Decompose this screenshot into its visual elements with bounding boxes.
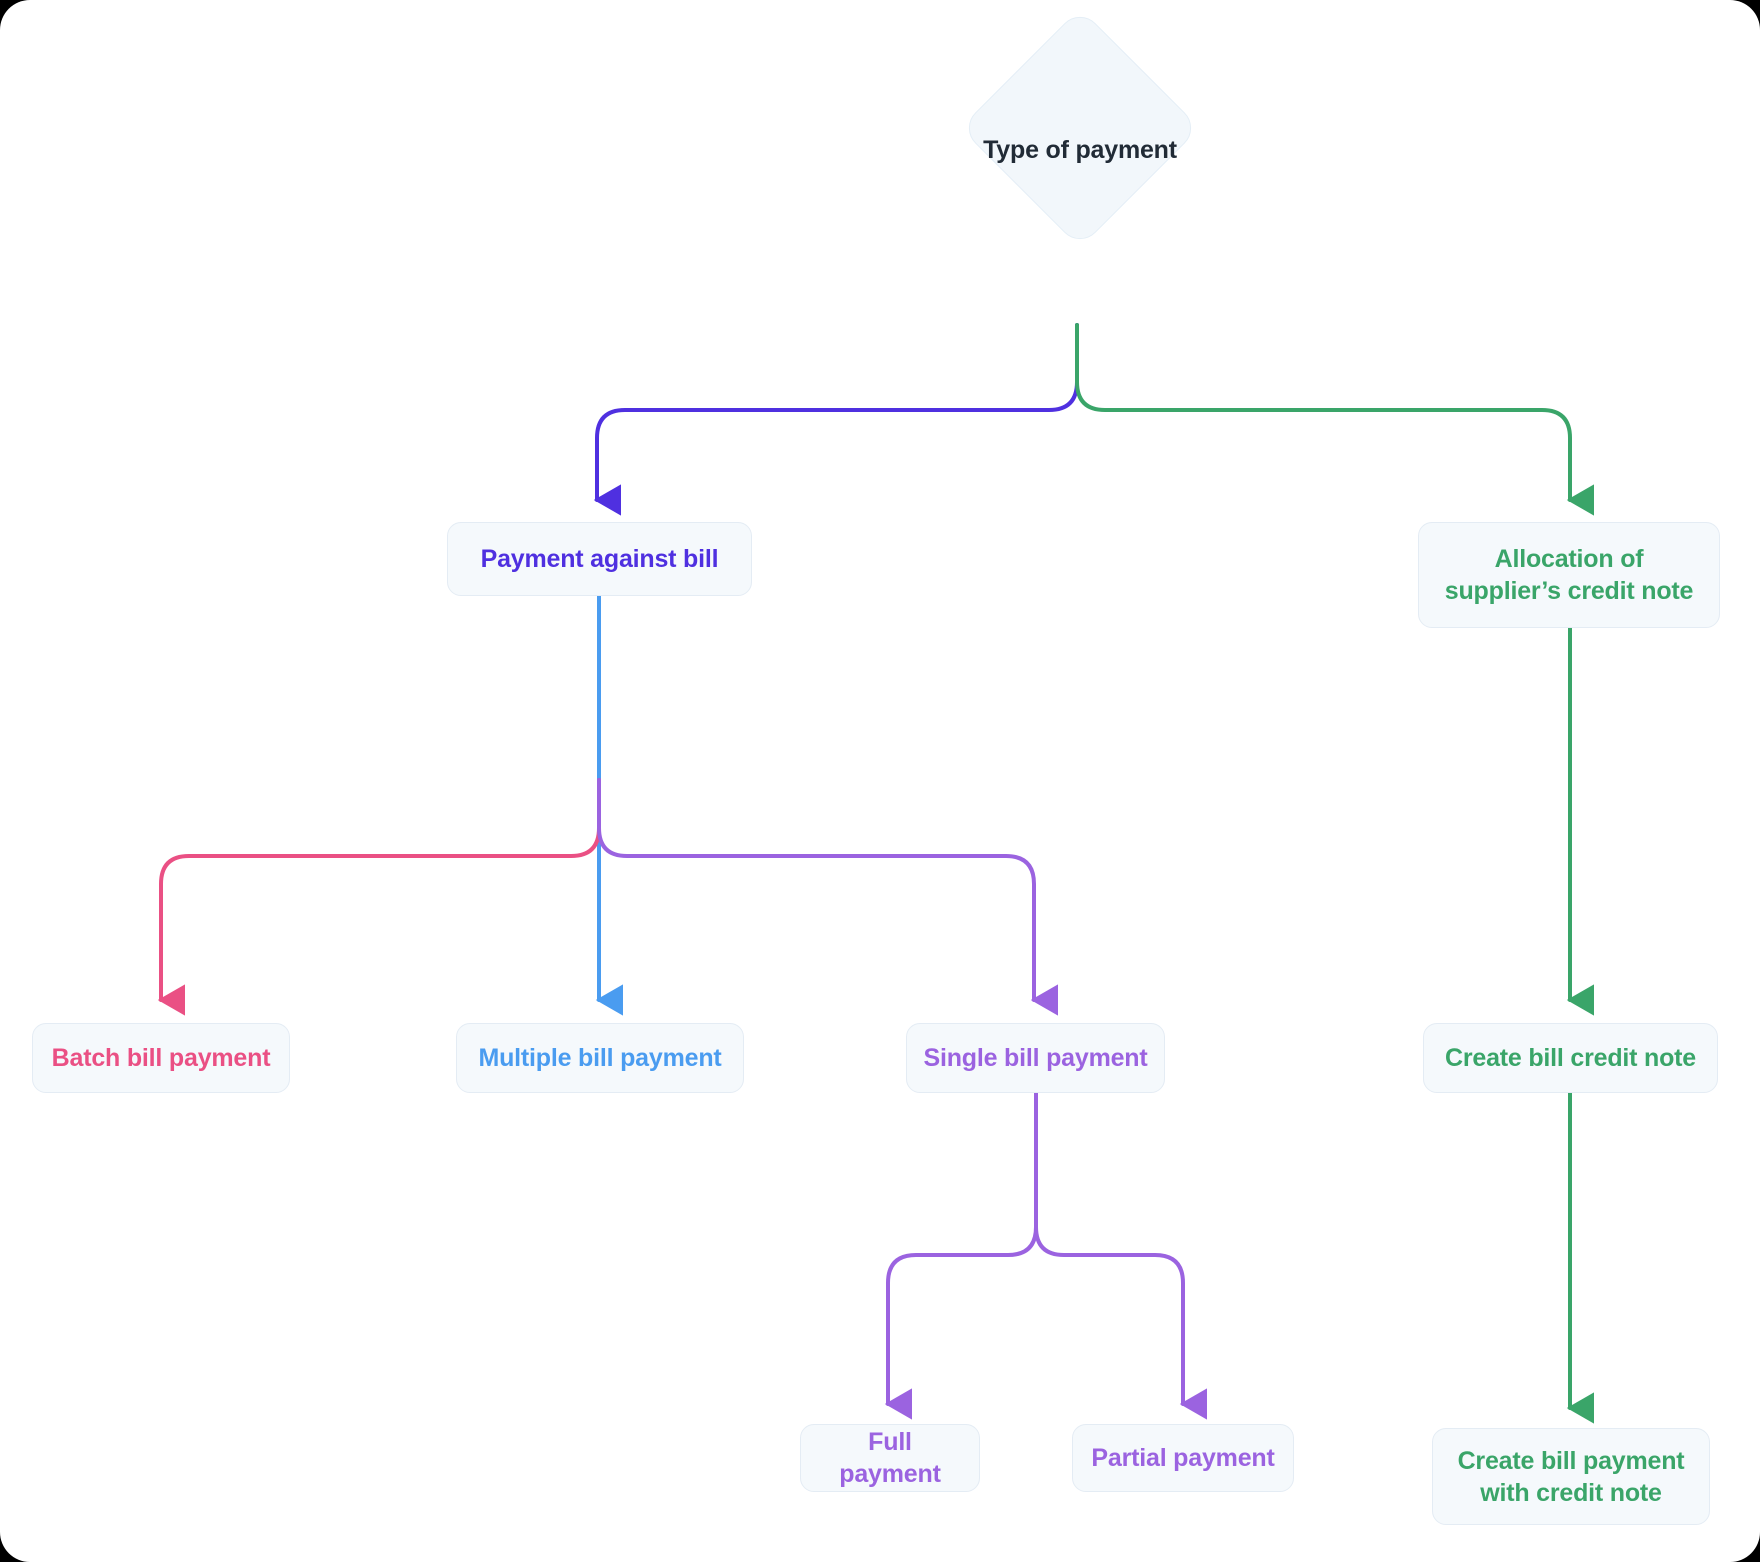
node-label: Payment against bill (480, 545, 719, 573)
node-payment-against-bill[interactable]: Payment against bill (447, 522, 752, 596)
edge-decision-to-allocation-credit-note (1075, 323, 1594, 516)
edge-single-to-full-payment (884, 1091, 1038, 1420)
node-label: Multiple bill payment (478, 1044, 722, 1072)
edge-payment-against-bill-to-single (597, 778, 1058, 1016)
edge-payment-against-bill-to-batch (157, 778, 601, 1016)
node-partial-payment[interactable]: Partial payment (1072, 1424, 1294, 1492)
node-label: Create bill payment with credit note (1457, 1446, 1685, 1507)
node-batch-bill-payment[interactable]: Batch bill payment (32, 1023, 290, 1093)
decision-label-type-of-payment: Type of payment (983, 136, 1177, 164)
node-label: Create bill credit note (1444, 1044, 1696, 1072)
node-label: Allocation of supplier’s credit note (1444, 545, 1694, 605)
node-create-bill-payment-with-credit-note[interactable]: Create bill payment with credit note (1432, 1428, 1710, 1525)
node-label: Partial payment (1091, 1444, 1275, 1472)
node-create-bill-credit-note[interactable]: Create bill credit note (1423, 1023, 1718, 1093)
edge-decision-to-payment-against-bill (593, 323, 1079, 516)
node-multiple-bill-payment[interactable]: Multiple bill payment (456, 1023, 744, 1093)
node-allocation-supplier-credit-note[interactable]: Allocation of supplier’s credit note (1418, 522, 1720, 628)
node-full-payment[interactable]: Full payment (800, 1424, 980, 1492)
node-label: Batch bill payment (51, 1044, 271, 1072)
node-label: Full payment (839, 1428, 941, 1488)
node-label: Single bill payment (923, 1044, 1148, 1072)
edge-single-to-partial-payment (1034, 1091, 1207, 1420)
node-single-bill-payment[interactable]: Single bill payment (906, 1023, 1165, 1093)
